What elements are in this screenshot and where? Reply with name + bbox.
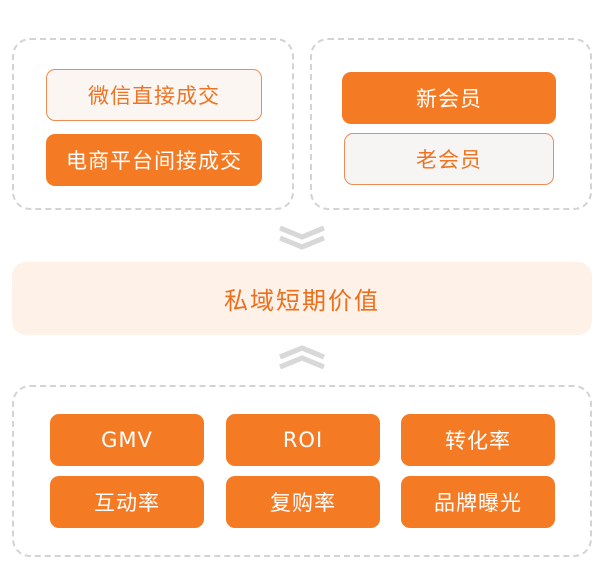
metric-repurchase-rate: 复购率 <box>226 476 380 528</box>
metric-gmv: GMV <box>50 414 204 466</box>
wechat-direct-deal-item: 微信直接成交 <box>46 69 262 121</box>
chevron-down-icon <box>279 225 325 250</box>
metric-conversion-rate: 转化率 <box>401 414 555 466</box>
center-label: 私域短期价值 <box>224 287 380 315</box>
ecommerce-indirect-deal-item: 电商平台间接成交 <box>46 134 262 186</box>
new-member-item: 新会员 <box>342 72 556 124</box>
existing-member-item: 老会员 <box>344 133 554 185</box>
private-domain-short-term-value: 私域短期价值 <box>12 262 592 335</box>
metric-interaction-rate: 互动率 <box>50 476 204 528</box>
metrics-panel <box>12 385 592 557</box>
chevron-up-icon <box>279 345 325 370</box>
metric-brand-exposure: 品牌曝光 <box>401 476 555 528</box>
metric-roi: ROI <box>226 414 380 466</box>
